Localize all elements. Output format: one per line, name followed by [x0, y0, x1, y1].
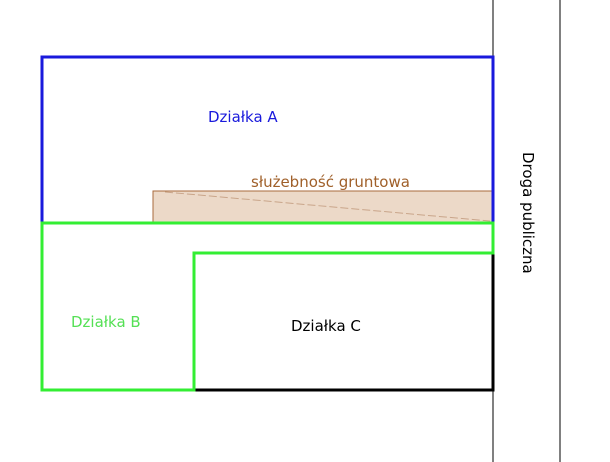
plot-b-label: Działka B [71, 313, 141, 331]
easement-diagonal [164, 191, 491, 222]
plot-b-boundary [40, 221, 495, 392]
plot-a-label: Działka A [208, 108, 278, 126]
plot-a-boundary [40, 55, 495, 223]
plot-c-label: Działka C [291, 317, 361, 335]
road-label: Droga publiczna [519, 152, 537, 274]
plot-c-boundary [194, 253, 495, 392]
easement-label: służebność gruntowa [251, 173, 410, 191]
